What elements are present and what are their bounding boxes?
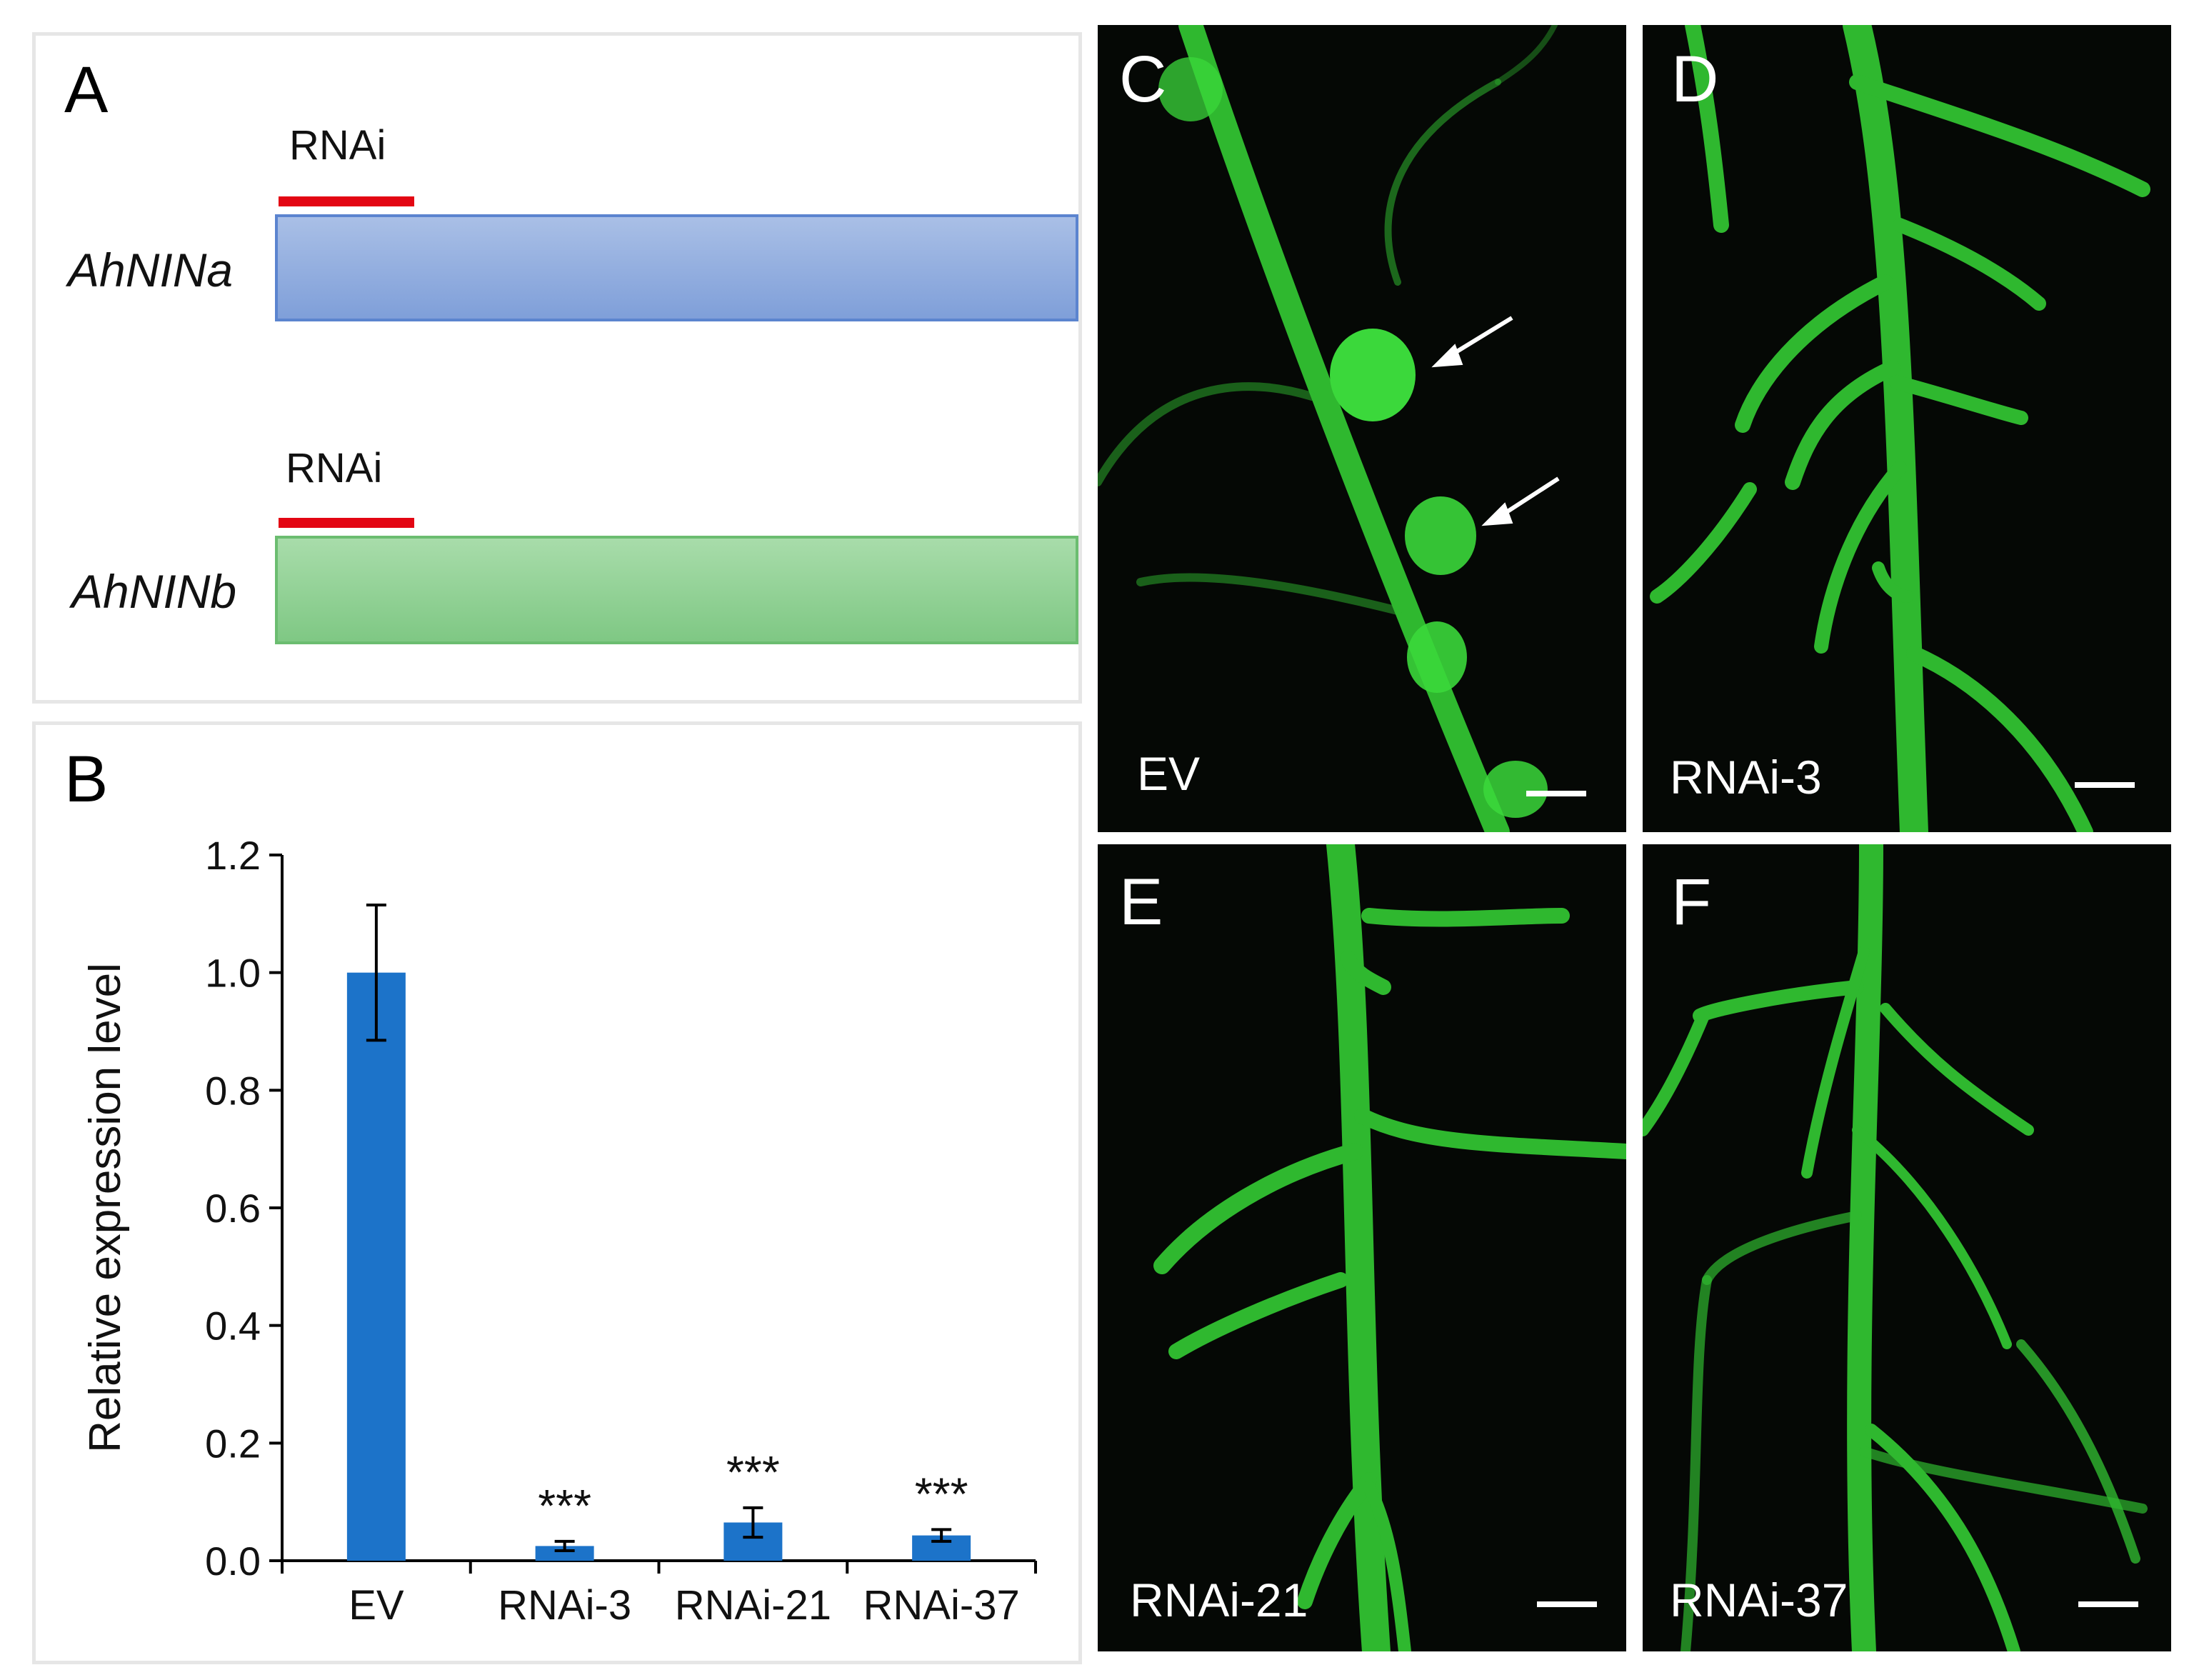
scale-bar-e (1537, 1601, 1597, 1607)
panel-c-letter: C (1119, 43, 1167, 116)
panel-d-letter: D (1671, 43, 1719, 116)
x-tick-label: RNAi-3 (498, 1582, 631, 1629)
micrograph-d: D RNAi-3 (1643, 25, 2171, 832)
root-image-rnai-3 (1650, 25, 2150, 832)
significance-marker: *** (726, 1446, 780, 1498)
gene-label-ahninb: AhNINb (71, 565, 237, 618)
bar-ev (346, 972, 406, 1561)
panel-f-letter: F (1671, 866, 1712, 939)
panel-a-letter: A (64, 54, 109, 126)
y-tick-label: 0.2 (205, 1421, 261, 1466)
bar-rnai-3 (535, 1546, 594, 1561)
rnai-target-bar-a (279, 196, 414, 206)
gene-box-ahnina (275, 214, 1078, 321)
x-tick-label: RNAi-37 (863, 1582, 1020, 1629)
root-image-ev (1098, 25, 1560, 832)
micrograph-e: E RNAi-21 (1098, 844, 1626, 1651)
scale-bar-c (1526, 791, 1586, 796)
significance-marker: *** (538, 1480, 591, 1531)
y-tick-label: 0.6 (205, 1186, 261, 1231)
y-axis-label: Relative expression level (81, 963, 130, 1453)
rnai-target-bar-b (279, 518, 414, 528)
y-tick-label: 0.8 (205, 1068, 261, 1113)
scale-bar-f (2078, 1601, 2138, 1607)
rnai-label-a: RNAi (289, 122, 386, 169)
x-tick-label: EV (349, 1582, 404, 1629)
panel-a: A RNAi AhNINa RNAi AhNINb (32, 32, 1082, 704)
gene-box-ahninb (275, 536, 1078, 644)
y-tick-label: 0.0 (205, 1539, 261, 1584)
gene-label-ahnina: AhNINa (68, 244, 234, 296)
micrograph-c: C EV (1098, 25, 1626, 832)
panel-c-label: EV (1137, 747, 1201, 800)
panel-e-letter: E (1119, 866, 1163, 939)
root-image-rnai-37 (1643, 844, 2148, 1651)
x-tick-label: RNAi-21 (675, 1582, 831, 1629)
y-tick-label: 0.4 (205, 1304, 261, 1349)
significance-marker: *** (915, 1468, 968, 1519)
root-image-rnai-21 (1153, 844, 1626, 1651)
panel-f-label: RNAi-37 (1670, 1574, 1848, 1626)
micrograph-f: F RNAi-37 (1643, 844, 2171, 1651)
y-tick-label: 1.2 (205, 833, 261, 878)
panel-d-label: RNAi-3 (1670, 751, 1822, 804)
panel-b-letter: B (64, 743, 109, 816)
scale-bar-d (2075, 782, 2135, 788)
panel-e-label: RNAi-21 (1130, 1574, 1308, 1626)
y-tick-label: 1.0 (205, 951, 261, 996)
rnai-label-b: RNAi (286, 445, 383, 491)
